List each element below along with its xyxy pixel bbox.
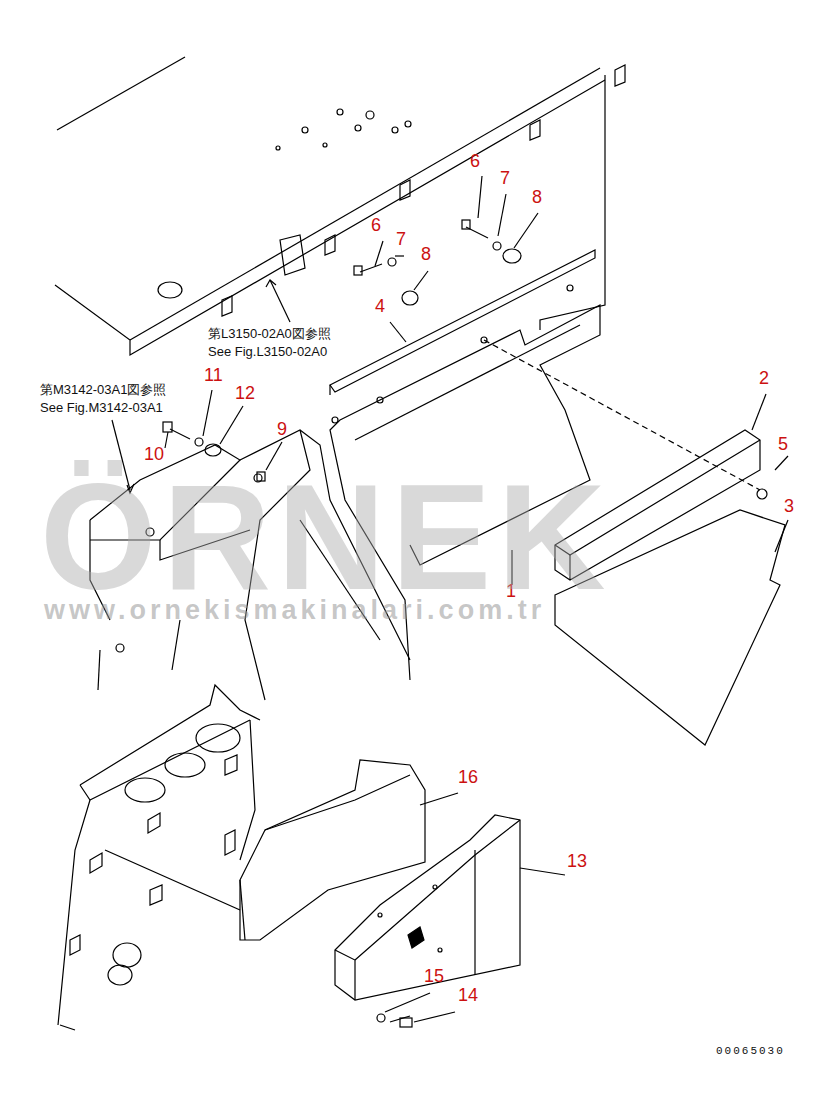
- callout-number: 11: [204, 366, 223, 386]
- callout-number: 16: [458, 768, 478, 788]
- callout-number: 13: [567, 852, 587, 872]
- reference-note: See Fig.L3150-02A0: [208, 345, 327, 359]
- reference-note: 第M3142-03A1図参照: [40, 383, 166, 397]
- callout-number: 9: [277, 420, 287, 440]
- drawing-code: 00065030: [716, 1045, 785, 1057]
- callout-number: 2: [759, 369, 769, 389]
- callout-number: 5: [778, 435, 788, 455]
- callout-number: 12: [235, 384, 255, 404]
- watermark-url: www.ornekismakinalari.com.tr: [44, 596, 545, 626]
- callout-number: 4: [375, 297, 385, 317]
- callout-number: 6: [371, 216, 381, 236]
- reference-note: See Fig.M3142-03A1: [40, 401, 163, 415]
- callout-number: 15: [424, 967, 444, 987]
- callout-number: 7: [500, 169, 510, 189]
- callout-number: 6: [470, 152, 480, 172]
- callout-number: 14: [458, 986, 478, 1006]
- callout-number: 7: [396, 230, 406, 250]
- callout-number: 8: [532, 188, 542, 208]
- callout-number: 8: [421, 245, 431, 265]
- reference-note: 第L3150-02A0図参照: [208, 327, 331, 341]
- callout-number: 3: [784, 497, 794, 517]
